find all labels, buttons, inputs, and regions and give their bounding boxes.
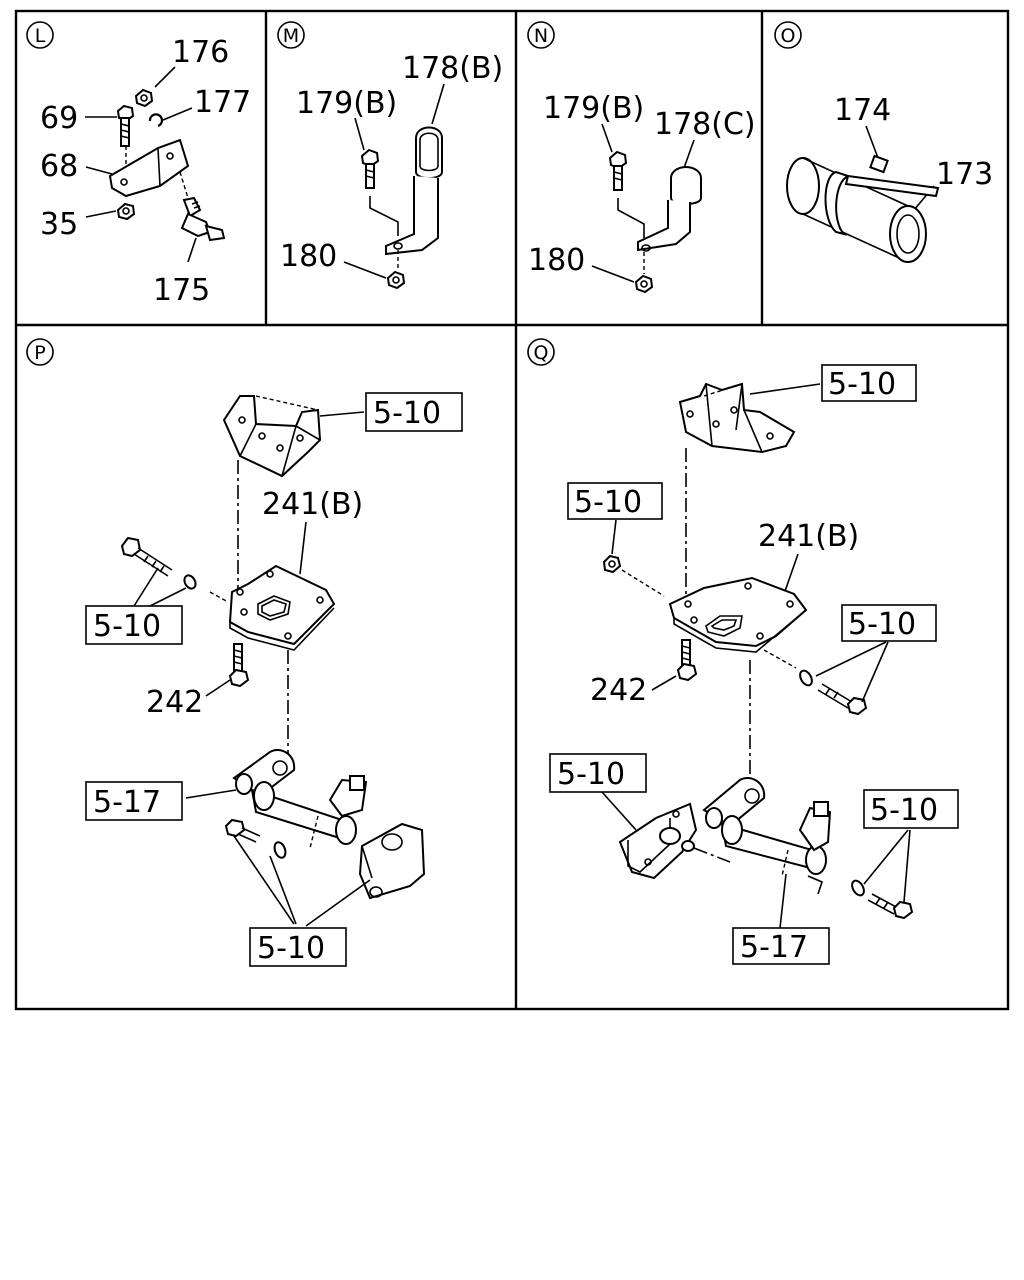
svg-text:M: M bbox=[283, 25, 299, 47]
nut-180-icon bbox=[386, 270, 406, 290]
plate-241b-p-icon bbox=[228, 564, 336, 651]
label-180-m: 180 bbox=[280, 239, 337, 274]
ref-q-right-label: 5-10 bbox=[848, 607, 916, 642]
label-174: 174 bbox=[834, 93, 891, 128]
ref-box-p-bottom bbox=[249, 927, 347, 967]
spring-hanger-p-icon bbox=[232, 749, 426, 900]
label-173: 173 bbox=[936, 157, 993, 192]
spring-hanger-q-icon bbox=[702, 777, 832, 895]
nut-35-icon bbox=[116, 202, 136, 221]
panel-q-marker: Q bbox=[527, 338, 555, 366]
nut-176-icon bbox=[134, 88, 154, 108]
label-177: 177 bbox=[194, 85, 251, 120]
panel-p: P 5-10 241(B) bbox=[26, 338, 463, 967]
bolt-242-q-icon bbox=[676, 639, 698, 682]
bolt-p-left-icon bbox=[120, 536, 197, 590]
ref-p-top-label: 5-10 bbox=[373, 396, 441, 431]
ref-box-q-lower-left bbox=[549, 753, 647, 793]
frame-bracket-p-icon bbox=[222, 395, 322, 478]
bracket-178c-icon bbox=[637, 166, 702, 252]
label-35: 35 bbox=[40, 207, 78, 242]
plate-241b-q-icon bbox=[668, 576, 808, 653]
clip-177-icon bbox=[148, 113, 164, 128]
hanger-bracket-q-left-icon bbox=[618, 802, 698, 880]
label-180-n: 180 bbox=[528, 243, 585, 278]
panel-o: O 174 173 bbox=[774, 21, 993, 263]
ref-box-q-upper-left bbox=[567, 482, 663, 520]
bolt-q-lower-icon bbox=[851, 879, 914, 920]
nut-q-icon bbox=[602, 554, 622, 574]
label-68: 68 bbox=[40, 149, 78, 184]
bracket-178b-icon bbox=[385, 126, 443, 256]
ref-box-p-517 bbox=[85, 781, 183, 821]
bolt-69-icon bbox=[116, 104, 135, 147]
label-178b: 178(B) bbox=[402, 51, 503, 86]
bracket-68-icon bbox=[108, 138, 190, 198]
label-241b-q: 241(B) bbox=[758, 519, 859, 554]
bolt-179b-n-icon bbox=[608, 150, 628, 191]
panel-o-marker: O bbox=[774, 21, 802, 49]
svg-text:O: O bbox=[781, 25, 796, 47]
band-174-icon bbox=[824, 154, 940, 236]
label-242-q: 242 bbox=[590, 673, 647, 708]
ref-q-517-label: 5-17 bbox=[740, 930, 808, 965]
label-69: 69 bbox=[40, 101, 78, 136]
ref-q-upper-left-label: 5-10 bbox=[574, 485, 642, 520]
panel-l-marker: L bbox=[26, 21, 54, 49]
label-179b: 179(B) bbox=[296, 86, 397, 121]
ref-box-p-left bbox=[85, 605, 183, 645]
ref-p-517-label: 5-17 bbox=[93, 785, 161, 820]
ref-p-bottom-label: 5-10 bbox=[257, 931, 325, 966]
ref-box-p-top bbox=[365, 392, 463, 432]
bolt-242-p-icon bbox=[228, 643, 250, 688]
panel-m: M 178(B) 179(B) 180 bbox=[277, 21, 503, 290]
ref-q-top-label: 5-10 bbox=[828, 367, 896, 402]
label-178c: 178(C) bbox=[654, 107, 756, 142]
svg-text:P: P bbox=[34, 342, 45, 364]
svg-text:N: N bbox=[534, 25, 548, 47]
panel-m-marker: M bbox=[277, 21, 305, 49]
panel-p-marker: P bbox=[26, 338, 54, 366]
pipe-173-icon bbox=[786, 157, 927, 263]
frame-bracket-q-icon bbox=[678, 382, 796, 454]
fitting-175-icon bbox=[179, 171, 226, 242]
svg-text:Q: Q bbox=[534, 342, 549, 364]
bolt-q-right-icon bbox=[799, 669, 868, 716]
nut-180-n-icon bbox=[634, 274, 654, 294]
ref-p-left-label: 5-10 bbox=[93, 609, 161, 644]
label-179b-n: 179(B) bbox=[543, 91, 644, 126]
label-242-p: 242 bbox=[146, 685, 203, 720]
panel-q: Q 5-10 5-10 241(B) bbox=[527, 338, 959, 965]
ref-box-q-lower-right bbox=[863, 789, 959, 829]
ref-box-q-top bbox=[821, 364, 917, 402]
label-176: 176 bbox=[172, 35, 229, 70]
label-241b-p: 241(B) bbox=[262, 487, 363, 522]
panel-l: L 176 69 177 bbox=[26, 21, 251, 308]
panel-frame bbox=[14, 9, 1010, 1011]
ref-box-q-517 bbox=[732, 927, 830, 965]
svg-text:L: L bbox=[35, 25, 46, 47]
ref-q-lower-left-label: 5-10 bbox=[557, 757, 625, 792]
label-175: 175 bbox=[153, 273, 210, 308]
ref-q-lower-right-label: 5-10 bbox=[870, 793, 938, 828]
bolt-p-lower-icon bbox=[224, 818, 287, 859]
panel-n: N 179(B) 178(C) 180 bbox=[527, 21, 756, 294]
bolt-179b-icon bbox=[360, 148, 380, 189]
panel-n-marker: N bbox=[527, 21, 555, 49]
ref-box-q-right bbox=[841, 604, 937, 642]
